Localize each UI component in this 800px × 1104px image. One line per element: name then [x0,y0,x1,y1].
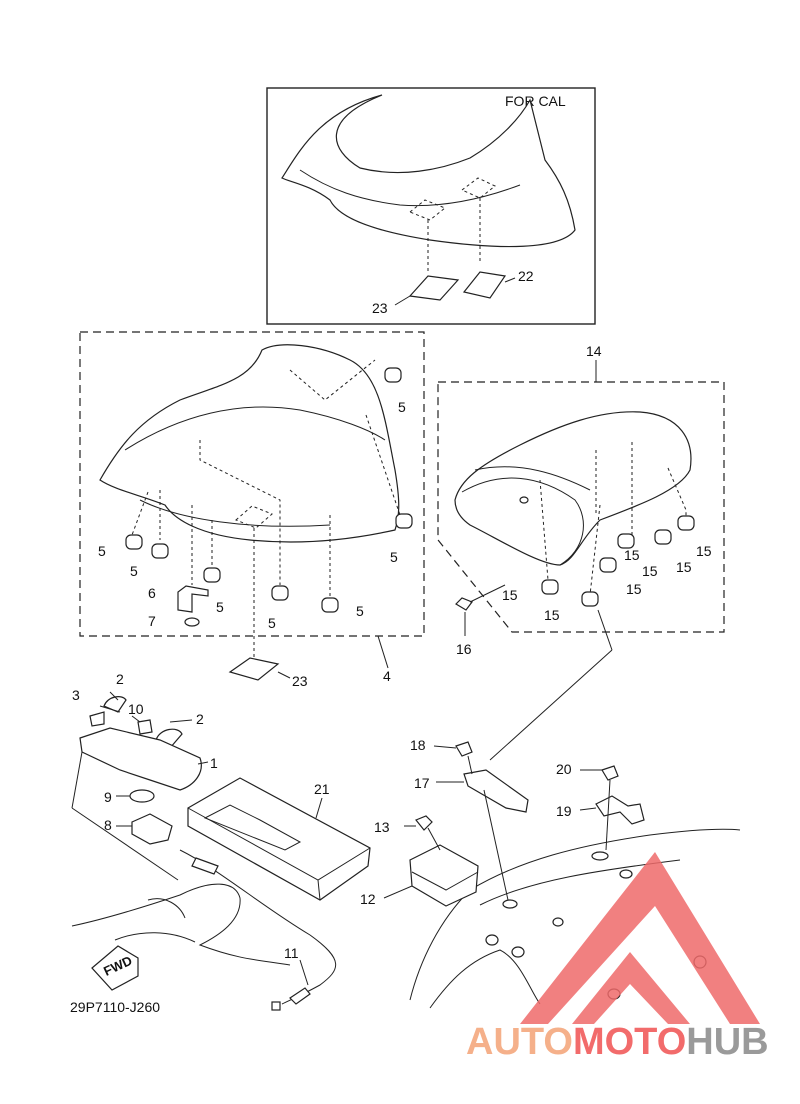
callout-23: 23 [292,673,308,689]
callout-5: 5 [98,543,106,559]
callout-1: 1 [210,755,218,771]
callout-18: 18 [410,737,426,753]
callout-15: 15 [626,581,642,597]
bracket-6 [177,585,209,613]
callout-20: 20 [556,761,572,777]
grommet-5-center-1 [203,567,221,583]
callout-13: 13 [374,819,390,835]
fwd-arrow-icon [91,945,139,991]
nut-7 [184,617,200,627]
cap-2 [103,696,127,713]
grommet-5-right [395,513,413,529]
bracket-19 [595,795,645,825]
drawing-code: 29P7110-J260 [70,999,160,1015]
callout-17: 17 [414,775,430,791]
watermark-logo [520,852,760,1024]
callout-16: 16 [456,641,472,657]
callout-12: 12 [360,891,376,907]
callout-22: 22 [518,268,534,284]
callout-6: 6 [148,585,156,601]
bolt-20 [601,765,619,781]
grommet-5-center-3 [321,597,339,613]
watermark-auto: AUTO [466,1021,573,1063]
tray-21: 21 [187,777,371,901]
watermark-moto: MOTO [573,1021,686,1063]
grommet-15 [581,591,599,607]
grommet-15 [677,515,695,531]
callout-15: 15 [624,547,640,563]
callout-15: 15 [676,559,692,575]
grommet-15 [617,533,635,549]
callout-3: 3 [72,687,80,703]
callout-5: 5 [268,615,276,631]
bolt-16 [455,597,473,611]
lock-8 [131,813,173,845]
bracket-12 [409,844,479,907]
sheet-23 [228,657,280,681]
watermark-hub: HUB [686,1021,768,1063]
seat-assembly-group: 5 5 5 5 5 5 5 6 7 23 4 [79,331,425,689]
callout-15: 15 [502,587,518,603]
bolt-3 [89,711,105,727]
grommet-15 [654,529,672,545]
inset-label: FOR CAL [505,93,566,109]
callout-21: 21 [314,781,330,797]
grommet-5-left-2 [151,543,169,559]
watermark-text: AUTOMOTOHUB [466,1021,769,1063]
seat-lock-group: 11 FWD 3 2 2 10 1 9 8 29P7110-J260 [70,671,337,1015]
callout-7: 7 [148,613,156,629]
callout-5: 5 [356,603,364,619]
passenger-seat-group: 14 16 15 15 15 15 15 15 15 [437,343,725,761]
callout-19: 19 [556,803,572,819]
callout-10: 10 [128,701,144,717]
grommet-15 [541,579,559,595]
bolt-13 [415,815,433,831]
callout-5: 5 [390,549,398,565]
inset-for-cal: FOR CAL 23 22 [266,87,596,325]
callout-15: 15 [696,543,712,559]
callout-5: 5 [398,399,406,415]
callout-11: 11 [284,945,299,961]
washer-9 [129,789,155,803]
callout-2: 2 [116,671,124,687]
grommet-5-left-1 [125,534,143,550]
callout-5: 5 [130,563,138,579]
callout-23: 23 [372,300,388,316]
grommet-15 [599,557,617,573]
lock-bracket-1 [79,727,202,791]
callout-9: 9 [104,789,112,805]
callout-8: 8 [104,817,112,833]
callout-14: 14 [586,343,602,359]
callout-2: 2 [196,711,204,727]
callout-4: 4 [383,668,391,684]
frame-bracket-group: 12 13 18 17 20 19 [360,737,741,1009]
bolt-18 [455,741,473,757]
callout-5: 5 [216,599,224,615]
watermark: AUTOMOTOHUB [466,852,769,1063]
nut-10 [137,719,153,735]
callout-15: 15 [642,563,658,579]
grommet-5-top-right [384,367,402,383]
bracket-17 [463,769,529,813]
callout-15: 15 [544,607,560,623]
grommet-5-center-2 [271,585,289,601]
